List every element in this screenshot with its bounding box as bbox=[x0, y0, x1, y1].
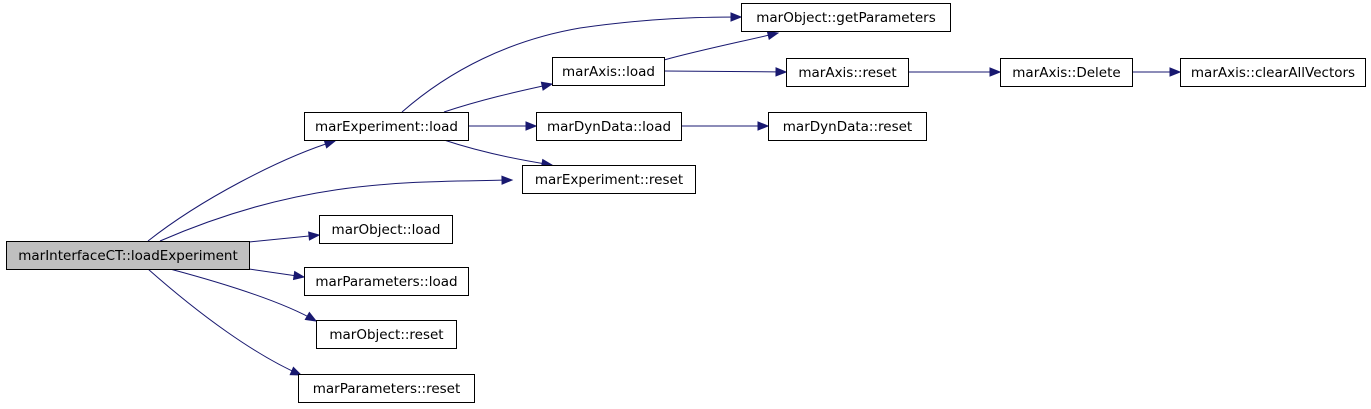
node-box bbox=[768, 112, 927, 141]
arrowhead bbox=[292, 270, 306, 281]
edge-line bbox=[443, 83, 553, 113]
node-dynReset[interactable]: marDynData::reset bbox=[768, 112, 927, 141]
node-label: marAxis::load bbox=[562, 64, 655, 80]
edge-axisReset-to-axisDelete bbox=[908, 67, 1002, 77]
edge-loadExperiment-to-paramReset bbox=[147, 268, 303, 376]
edge-line bbox=[248, 234, 320, 243]
edge-loadExperiment-to-paramLoad bbox=[248, 268, 306, 281]
edge-line bbox=[147, 268, 302, 376]
edge-line bbox=[663, 70, 787, 73]
node-box bbox=[1000, 58, 1133, 87]
edge-line bbox=[663, 32, 779, 61]
node-label: marInterfaceCT::loadExperiment bbox=[18, 248, 238, 264]
node-objLoad[interactable]: marObject::load bbox=[319, 215, 453, 244]
arrowhead bbox=[304, 311, 318, 322]
node-label: marObject::load bbox=[332, 222, 441, 238]
edge-axisLoad-to-axisReset bbox=[663, 67, 788, 77]
edge-dynLoad-to-dynReset bbox=[681, 121, 770, 131]
arrowhead bbox=[766, 30, 780, 41]
node-paramLoad[interactable]: marParameters::load bbox=[304, 267, 469, 296]
node-label: marExperiment::reset bbox=[535, 172, 683, 188]
edge-line bbox=[401, 16, 742, 113]
edge-expLoad-to-getParams bbox=[401, 12, 743, 113]
arrowhead bbox=[525, 121, 538, 131]
edge-line bbox=[169, 268, 317, 322]
node-box bbox=[786, 58, 909, 87]
edges-layer bbox=[147, 12, 1182, 376]
arrowhead bbox=[1169, 67, 1182, 77]
node-label: marDynData::load bbox=[547, 119, 671, 135]
arrowhead bbox=[308, 231, 321, 241]
arrowhead bbox=[289, 366, 303, 376]
node-axisLoad[interactable]: marAxis::load bbox=[552, 57, 665, 86]
node-box bbox=[316, 320, 457, 349]
arrowhead bbox=[730, 12, 743, 22]
node-box bbox=[6, 241, 250, 270]
node-box bbox=[319, 215, 453, 244]
node-label: marAxis::reset bbox=[798, 65, 896, 81]
node-axisReset[interactable]: marAxis::reset bbox=[786, 58, 909, 87]
edge-expLoad-to-axisLoad bbox=[443, 81, 554, 113]
node-box bbox=[298, 374, 475, 403]
edge-line bbox=[443, 139, 553, 166]
arrowhead bbox=[501, 175, 514, 185]
node-label: marParameters::reset bbox=[313, 381, 461, 397]
nodes-layer: marInterfaceCT::loadExperiment marExperim… bbox=[6, 3, 1366, 403]
edge-expLoad-to-expReset bbox=[443, 139, 554, 169]
edge-loadExperiment-to-objReset bbox=[169, 268, 318, 322]
node-getParams[interactable]: marObject::getParameters bbox=[741, 3, 951, 32]
arrowhead bbox=[757, 121, 770, 131]
edge-loadExperiment-to-expReset bbox=[159, 175, 514, 242]
arrowhead bbox=[323, 139, 337, 149]
node-box bbox=[741, 3, 951, 32]
node-axisDelete[interactable]: marAxis::Delete bbox=[1000, 58, 1133, 87]
node-box bbox=[304, 267, 469, 296]
edge-axisLoad-to-getParams bbox=[663, 30, 780, 61]
node-expReset[interactable]: marExperiment::reset bbox=[522, 165, 696, 194]
node-box bbox=[304, 112, 469, 141]
node-objReset[interactable]: marObject::reset bbox=[316, 320, 457, 349]
edge-loadExperiment-to-expLoad bbox=[147, 139, 337, 242]
node-box bbox=[522, 165, 696, 194]
edge-axisDelete-to-clearVectors bbox=[1132, 67, 1182, 77]
node-label: marObject::getParameters bbox=[756, 10, 935, 26]
edge-loadExperiment-to-objLoad bbox=[248, 231, 321, 243]
node-box bbox=[552, 57, 665, 86]
node-paramReset[interactable]: marParameters::reset bbox=[298, 374, 475, 403]
arrowhead bbox=[989, 67, 1002, 77]
node-label: marExperiment::load bbox=[315, 119, 458, 135]
edge-expLoad-to-dynLoad bbox=[468, 121, 538, 131]
edge-line bbox=[147, 140, 336, 242]
node-loadExperiment[interactable]: marInterfaceCT::loadExperiment bbox=[6, 241, 250, 270]
node-label: marObject::reset bbox=[329, 327, 443, 343]
node-label: marParameters::load bbox=[315, 274, 457, 290]
node-label: marAxis::Delete bbox=[1012, 65, 1120, 81]
node-label: marAxis::clearAllVectors bbox=[1191, 65, 1355, 81]
node-clearVectors[interactable]: marAxis::clearAllVectors bbox=[1180, 58, 1366, 87]
node-box bbox=[1180, 58, 1366, 87]
node-expLoad[interactable]: marExperiment::load bbox=[304, 112, 469, 141]
node-label: marDynData::reset bbox=[783, 119, 912, 135]
arrowhead bbox=[540, 81, 554, 91]
node-dynLoad[interactable]: marDynData::load bbox=[536, 112, 682, 141]
node-box bbox=[536, 112, 682, 141]
edge-line bbox=[159, 179, 513, 242]
arrowhead bbox=[775, 67, 788, 77]
